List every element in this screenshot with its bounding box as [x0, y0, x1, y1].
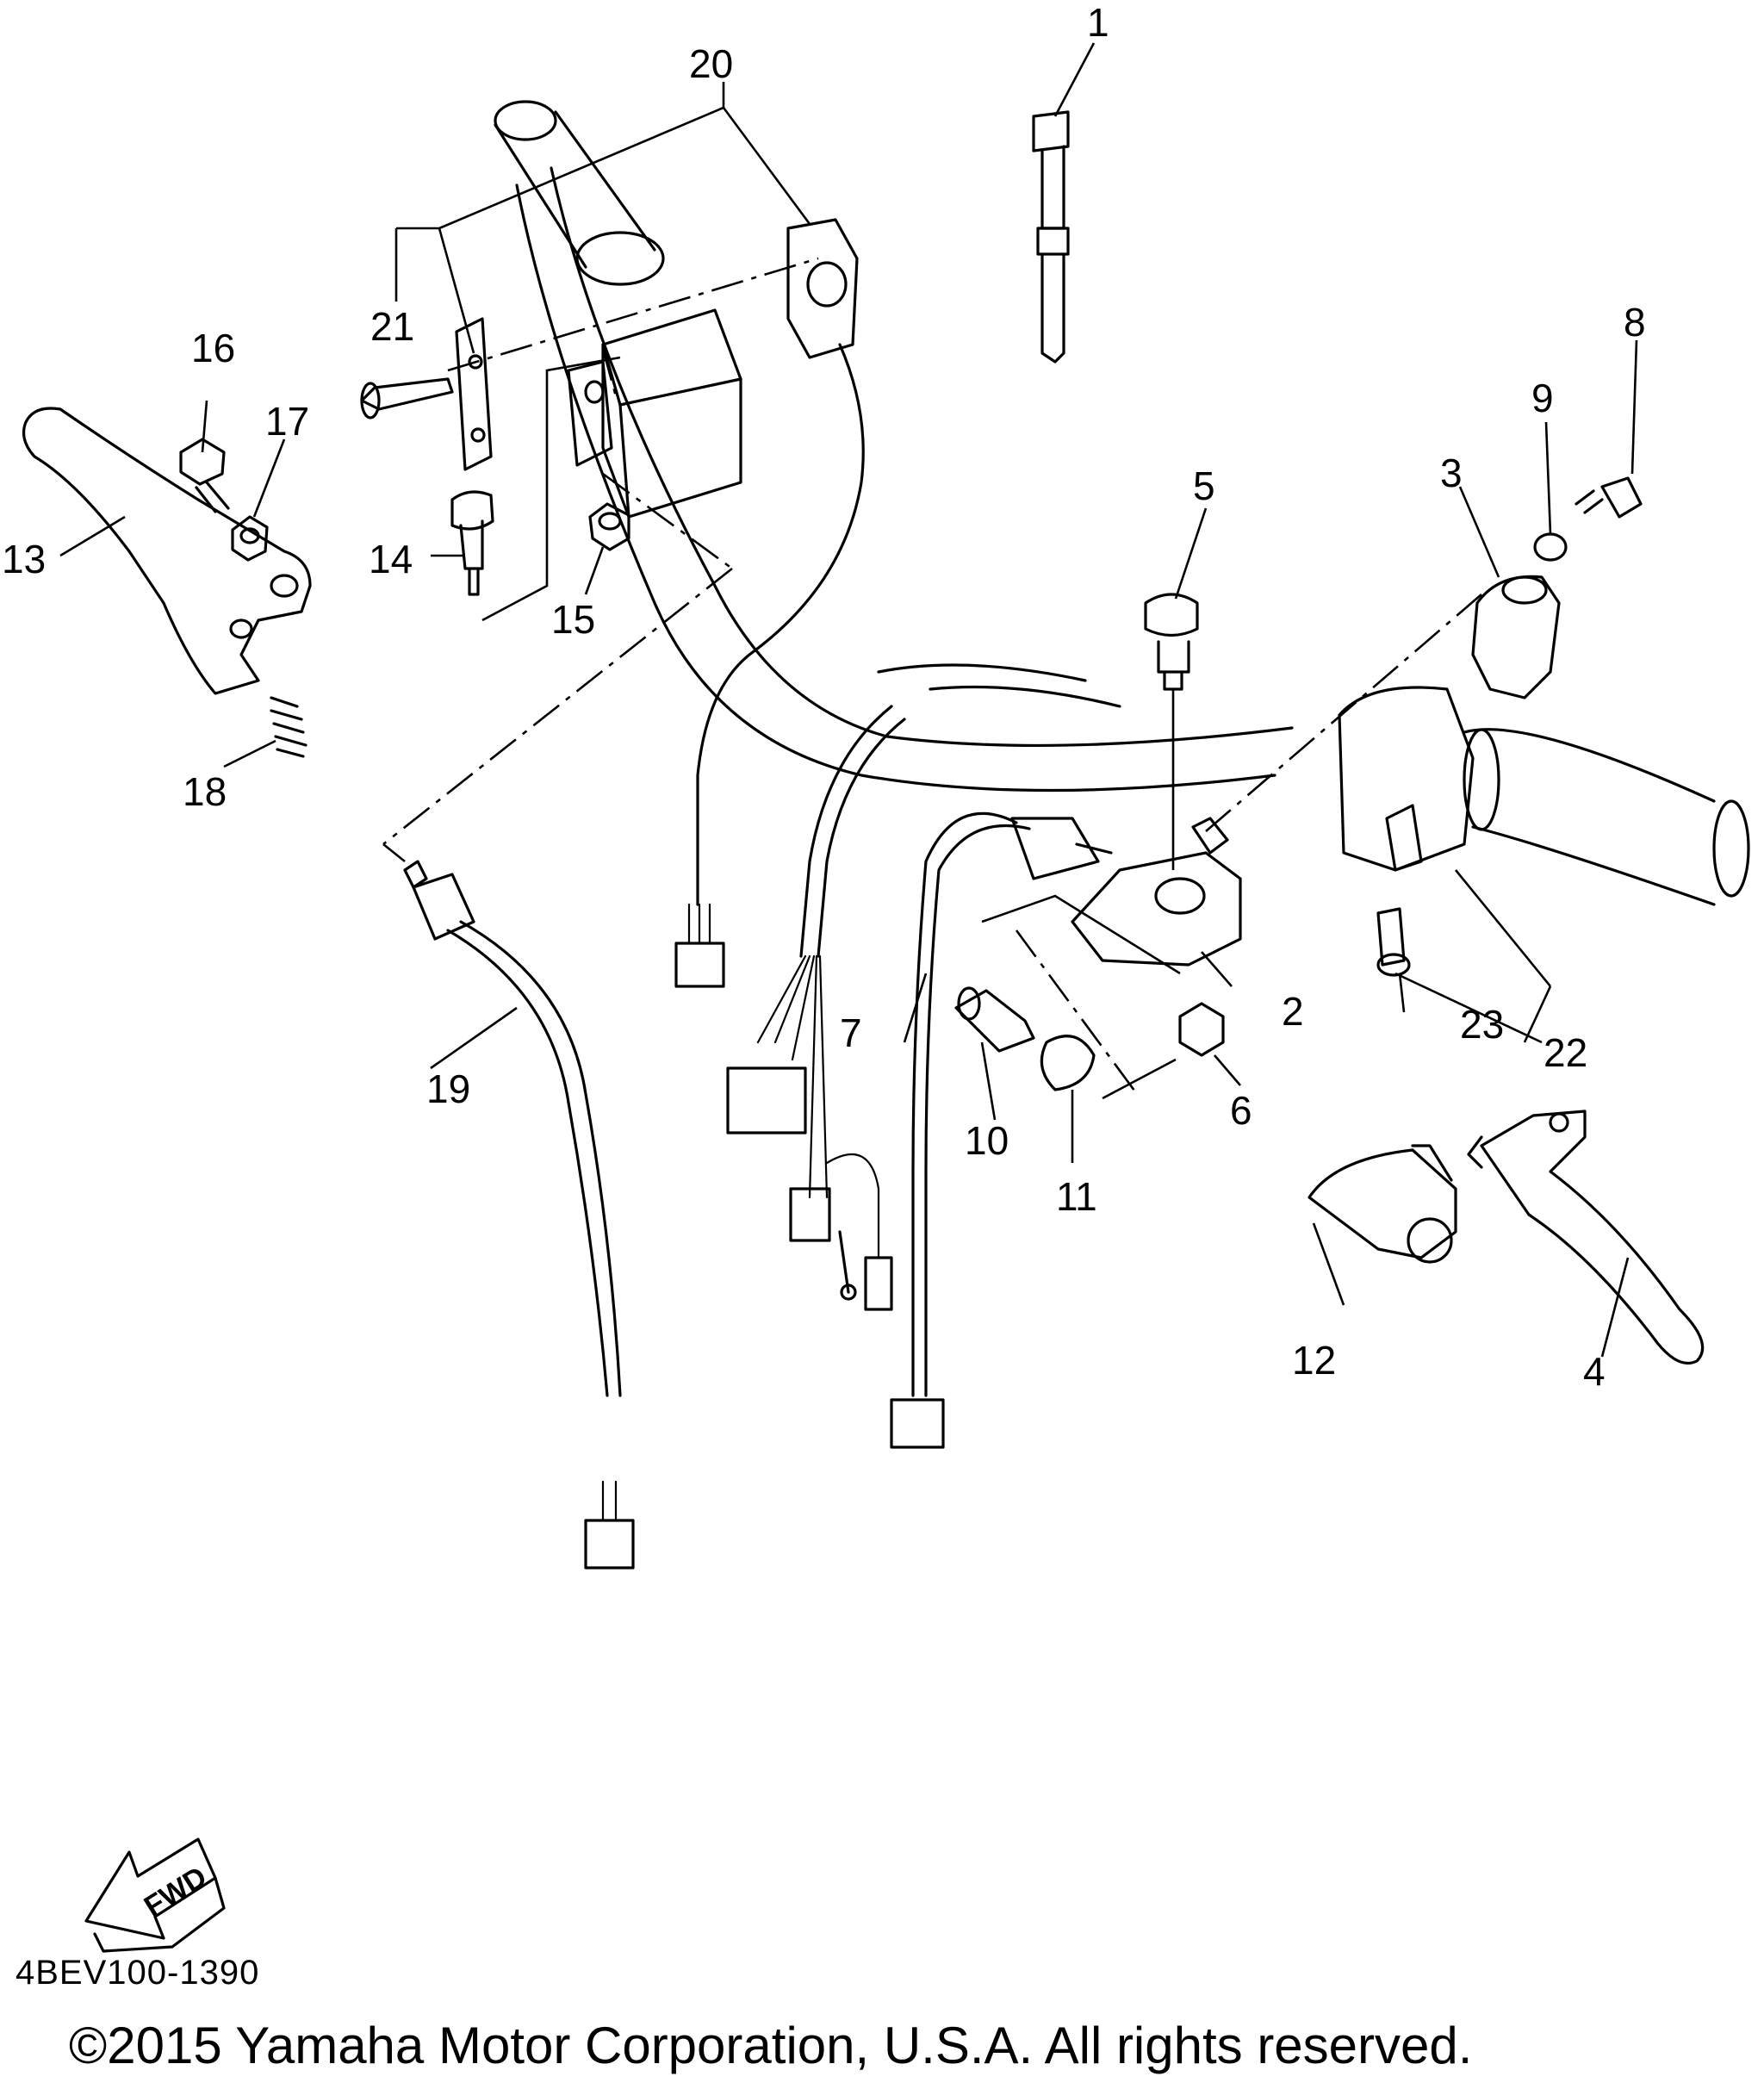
callout-labels: 1 2 3 4 5 6 7 8 9 10 11 12 13 14 15 16 1…: [2, 0, 1646, 1394]
callout-15: 15: [551, 597, 595, 642]
callout-6: 6: [1230, 1088, 1252, 1133]
left-grip: [494, 100, 665, 286]
callout-2: 2: [1282, 989, 1304, 1034]
callout-3: 3: [1440, 451, 1463, 495]
front-brake-switch-7: [890, 811, 1113, 1449]
spring-18: [270, 696, 307, 758]
nut-17: [231, 515, 269, 562]
left-switch-connector: [674, 903, 725, 988]
callout-5: 5: [1193, 463, 1215, 508]
brake-lever-4: [1467, 1110, 1705, 1365]
clutch-switch-19: [403, 860, 622, 1397]
bolt-16: [179, 438, 230, 513]
boot-12: [1307, 1144, 1457, 1264]
bolt-10: [954, 986, 1035, 1053]
callout-13: 13: [2, 537, 46, 581]
callout-7: 7: [840, 1010, 862, 1055]
nut-11: [1040, 1035, 1096, 1091]
screw-23: [1376, 907, 1411, 977]
left-handlebar-switch: [567, 308, 742, 519]
callout-12: 12: [1292, 1338, 1336, 1383]
callout-10: 10: [965, 1118, 1009, 1163]
switch-plate-21: [455, 317, 493, 471]
diagram-part-number: 4BEV100-1390: [16, 1954, 260, 1992]
alignment-chain-lines: [382, 257, 1482, 1095]
callout-14: 14: [369, 537, 413, 581]
callout-19: 19: [426, 1066, 470, 1111]
callout-9: 9: [1531, 376, 1554, 420]
callout-4: 4: [1583, 1349, 1606, 1394]
handlebar: [515, 166, 1294, 793]
copyright-notice: ©2015 Yamaha Motor Corporation, U.S.A. A…: [69, 2017, 1473, 2074]
leader-lines: [59, 42, 1638, 1358]
callout-22: 22: [1544, 1030, 1587, 1075]
nut-15: [588, 502, 630, 551]
washer-9: [1533, 532, 1568, 562]
bolt-5: [1144, 593, 1199, 870]
callout-23: 23: [1460, 1002, 1504, 1047]
right-handlebar-switch: [1338, 686, 1475, 872]
callout-18: 18: [183, 769, 227, 814]
clutch-lever-13: [22, 407, 312, 695]
lever-holder-3: [1471, 575, 1561, 699]
cable-tie-1: [1032, 110, 1070, 364]
left-switch-harness: [696, 343, 865, 906]
callout-8: 8: [1624, 300, 1646, 345]
callout-11: 11: [1056, 1174, 1097, 1219]
bolt-8: [1575, 476, 1643, 519]
main-harness: [726, 705, 906, 1311]
pivot-bolt-14: [450, 490, 494, 596]
throttle-grip: [1463, 728, 1750, 906]
screw-21: [360, 377, 454, 420]
fwd-arrow-icon: FWD: [84, 1837, 226, 1953]
nut-6: [1178, 1002, 1225, 1057]
callout-17: 17: [265, 399, 309, 444]
clutch-switch-connector: [584, 1480, 635, 1570]
switch-clamp-bracket: [786, 218, 859, 359]
callout-20: 20: [689, 41, 733, 86]
bracket-2: [1071, 817, 1242, 967]
callout-21: 21: [370, 304, 414, 349]
callout-1: 1: [1087, 0, 1109, 45]
callout-16: 16: [191, 326, 235, 370]
